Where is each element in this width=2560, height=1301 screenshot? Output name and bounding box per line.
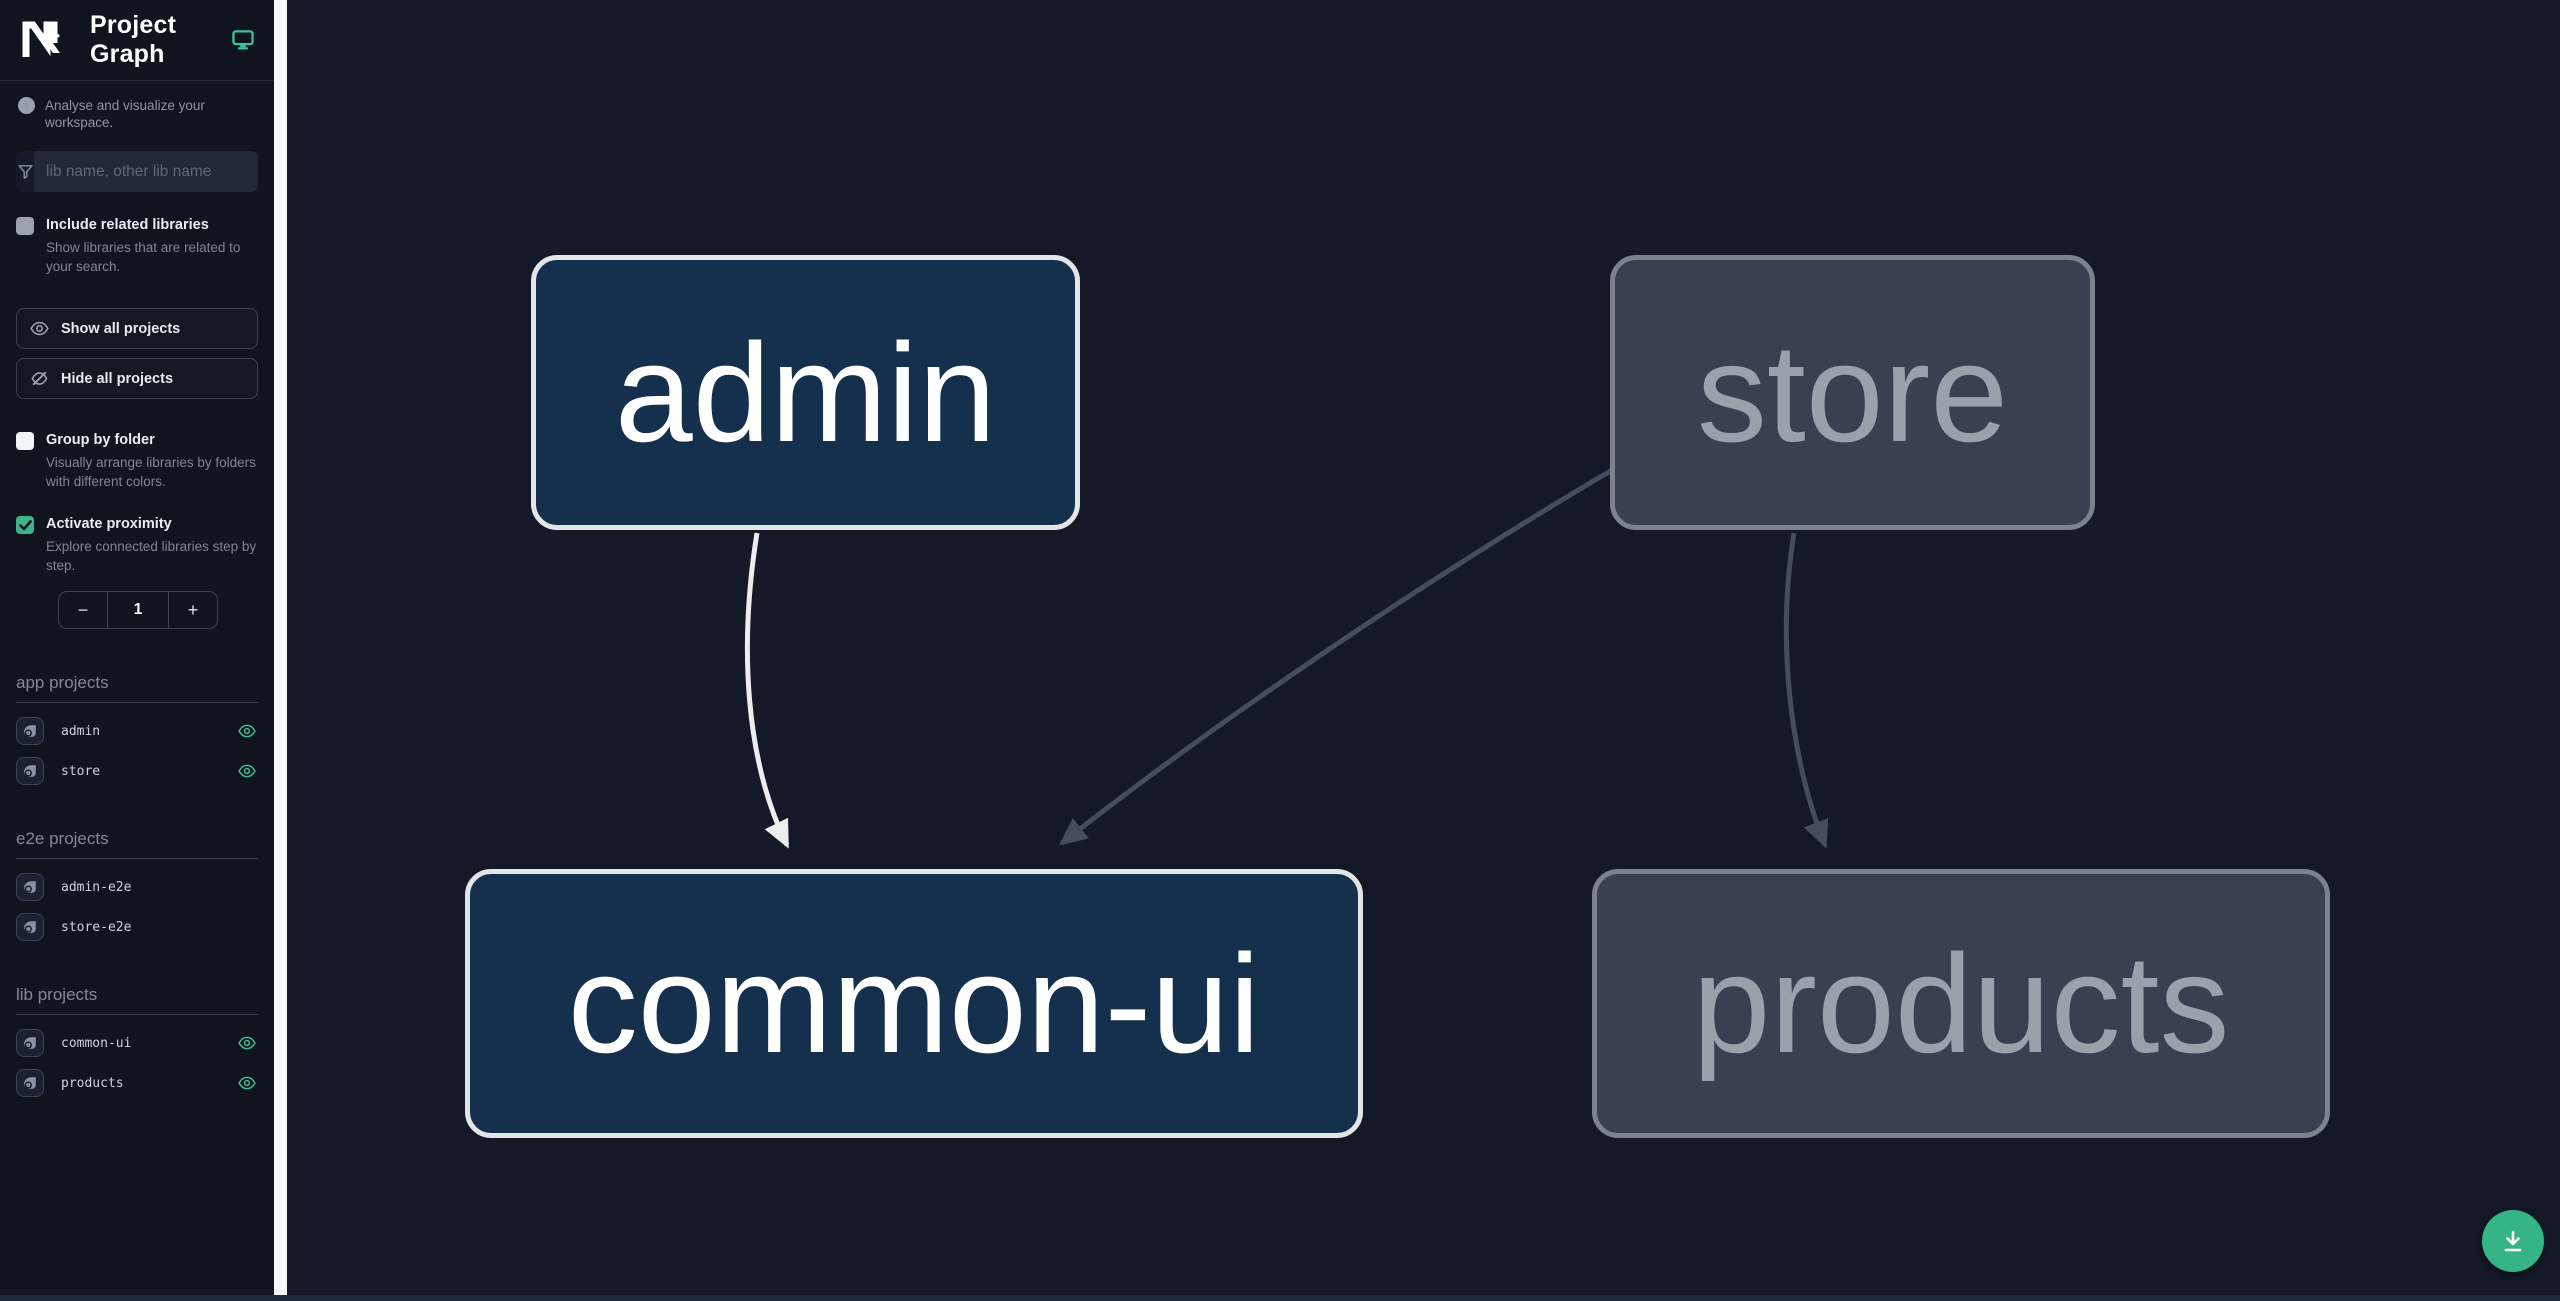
sidebar: Project Graph i Analyse and visualize yo… [0, 0, 274, 1295]
section-title: e2e projects [16, 829, 258, 859]
edge-store-products [1783, 532, 1829, 849]
graph-edges [744, 467, 1829, 849]
info-icon: i [18, 97, 35, 114]
project-name: admin [61, 723, 101, 739]
activate-proximity-checkbox[interactable] [16, 516, 34, 534]
node-label: admin [614, 313, 997, 471]
project-row-store-e2e[interactable]: store-e2e [16, 913, 258, 941]
show-all-projects-button[interactable]: Show all projects [16, 308, 258, 349]
group-by-folder-label: Group by folder [46, 432, 155, 448]
activate-proximity-description: Explore connected libraries step by step… [46, 539, 257, 573]
section-title: lib projects [16, 985, 258, 1015]
project-row-common-ui[interactable]: common-ui [16, 1029, 258, 1057]
eye-off-icon [30, 370, 49, 387]
graph-node-common-ui[interactable]: common-ui [465, 869, 1363, 1138]
graph-node-admin[interactable]: admin [531, 255, 1080, 530]
visibility-eye-icon[interactable] [238, 764, 256, 778]
proximity-decrement-button[interactable]: − [59, 592, 107, 628]
graph-canvas[interactable]: admin store common-ui products [287, 0, 2560, 1295]
focus-project-icon[interactable] [16, 717, 44, 745]
panel-resizer[interactable] [274, 0, 287, 1295]
filter-funnel-icon [16, 151, 34, 192]
project-row-admin-e2e[interactable]: admin-e2e [16, 873, 258, 901]
eye-icon [30, 321, 49, 336]
visibility-eye-icon[interactable] [238, 724, 256, 738]
download-graph-button[interactable] [2482, 1210, 2544, 1272]
section-lib-projects: lib projects common-ui [16, 985, 258, 1097]
check-icon [18, 519, 32, 530]
proximity-value: 1 [107, 592, 169, 628]
workspace-tagline: i Analyse and visualize your workspace. [0, 81, 274, 131]
focus-project-icon[interactable] [16, 873, 44, 901]
include-related-description: Show libraries that are related to your … [46, 240, 241, 274]
section-app-projects: app projects admin [16, 673, 258, 785]
include-related-checkbox[interactable] [16, 217, 34, 235]
project-row-products[interactable]: products [16, 1069, 258, 1097]
nx-logo [20, 19, 66, 61]
hide-all-projects-button[interactable]: Hide all projects [16, 358, 258, 399]
focus-project-icon[interactable] [16, 1069, 44, 1097]
proximity-increment-button[interactable]: + [169, 592, 217, 628]
proximity-stepper: − 1 + [58, 591, 218, 629]
edge-admin-common-ui [744, 532, 790, 849]
filter-input[interactable] [34, 151, 258, 192]
focus-project-icon[interactable] [16, 1029, 44, 1057]
focus-project-icon[interactable] [16, 913, 44, 941]
project-name: admin-e2e [61, 879, 132, 895]
project-row-admin[interactable]: admin [16, 717, 258, 745]
page-title: Project Graph [90, 11, 177, 68]
node-label: products [1692, 924, 2230, 1082]
project-name: common-ui [61, 1035, 132, 1051]
option-group-by-folder: Group by folder Visually arrange librari… [16, 431, 258, 491]
project-name: products [61, 1075, 124, 1091]
visibility-eye-icon[interactable] [238, 1076, 256, 1090]
monitor-icon[interactable] [232, 30, 254, 50]
group-by-folder-checkbox[interactable] [16, 432, 34, 450]
section-title: app projects [16, 673, 258, 703]
project-filter [16, 151, 258, 192]
option-activate-proximity: Activate proximity Explore connected lib… [16, 515, 258, 575]
project-row-store[interactable]: store [16, 757, 258, 785]
include-related-label: Include related libraries [46, 217, 209, 233]
graph-node-store[interactable]: store [1610, 255, 2095, 530]
bottom-scroll-strip[interactable] [0, 1295, 2560, 1301]
group-by-folder-description: Visually arrange libraries by folders wi… [46, 455, 256, 489]
edge-store-common-ui [1058, 467, 1614, 846]
visibility-eye-icon[interactable] [238, 1036, 256, 1050]
project-name: store [61, 763, 101, 779]
sidebar-header: Project Graph [0, 0, 274, 81]
option-include-related: Include related libraries Show libraries… [16, 216, 258, 276]
graph-node-products[interactable]: products [1592, 869, 2330, 1138]
section-e2e-projects: e2e projects admin-e2e [16, 829, 258, 941]
node-label: store [1696, 313, 2009, 471]
focus-project-icon[interactable] [16, 757, 44, 785]
node-label: common-ui [567, 924, 1261, 1082]
activate-proximity-label: Activate proximity [46, 516, 172, 532]
download-icon [2500, 1228, 2526, 1254]
project-name: store-e2e [61, 919, 132, 935]
